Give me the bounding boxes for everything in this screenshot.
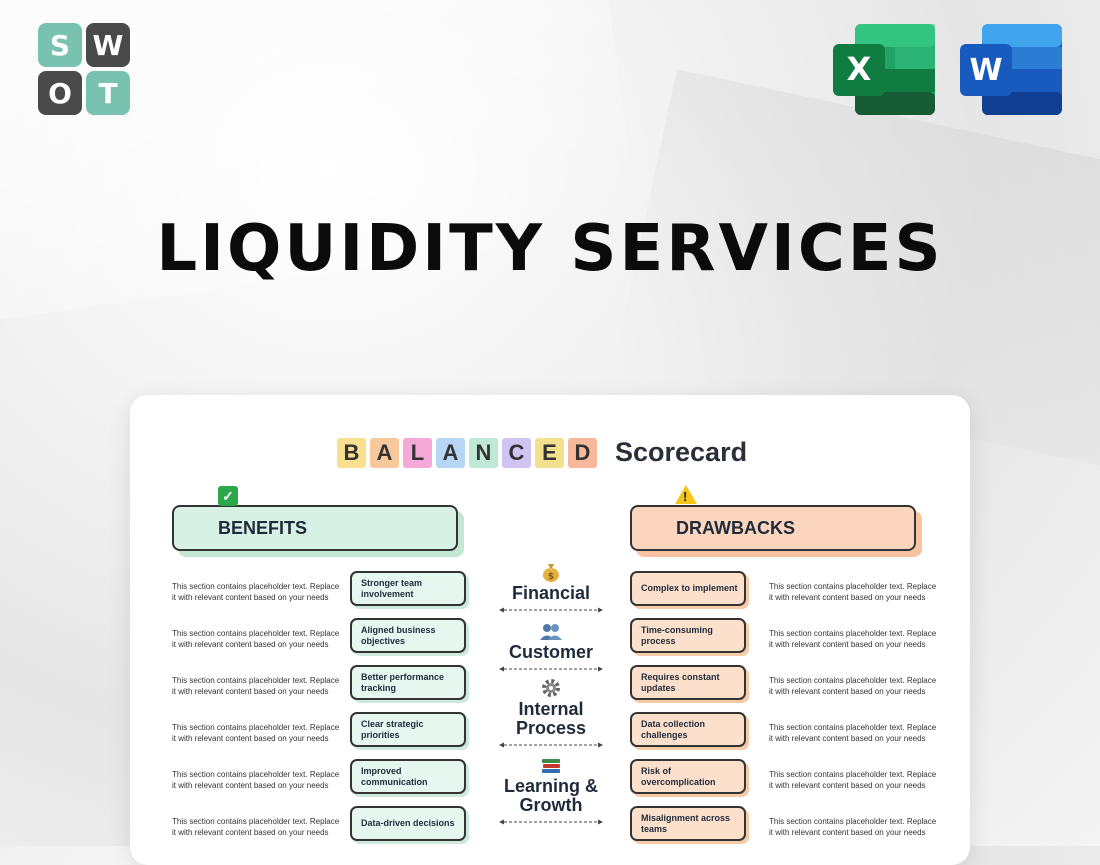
- benefit-description: This section contains placeholder text. …: [172, 770, 340, 790]
- heading-letter: A: [370, 437, 399, 468]
- perspective-label: Customer: [508, 642, 593, 662]
- excel-letter: X: [847, 50, 872, 88]
- heading-letter: B: [337, 437, 366, 468]
- scorecard-heading: B A L A N C E D Scorecard: [337, 437, 747, 468]
- drawback-pill: Complex to implement: [630, 571, 746, 606]
- svg-text:$: $: [548, 572, 554, 582]
- benefit-pill: Clear strategic priorities: [350, 712, 466, 747]
- benefit-description: This section contains placeholder text. …: [172, 676, 340, 696]
- heading-letter: E: [535, 437, 564, 468]
- benefit-description: This section contains placeholder text. …: [172, 723, 340, 743]
- drawback-pill: Misalignment across teams: [630, 806, 746, 841]
- logo-tile-w: W: [86, 23, 130, 67]
- perspective-label: Financial: [511, 583, 591, 603]
- drawback-description: This section contains placeholder text. …: [769, 582, 937, 602]
- books-icon: [542, 759, 560, 773]
- logo-tile-s: S: [38, 23, 82, 67]
- scorecard-word: Scorecard: [615, 437, 748, 467]
- heading-letter: N: [469, 437, 498, 468]
- drawback-description: This section contains placeholder text. …: [769, 723, 937, 743]
- drawback-description: This section contains placeholder text. …: [769, 629, 937, 649]
- double-arrow-icon: [499, 819, 603, 825]
- heading-letter: A: [436, 437, 465, 468]
- benefit-pill: Data-driven decisions: [350, 806, 466, 841]
- scorecard-card: B A L A N C E D Scorecard BENEFITS ✓ DRA…: [130, 395, 970, 865]
- drawback-pill: Data collection challenges: [630, 712, 746, 747]
- excel-icon: X: [833, 24, 935, 115]
- people-icon: [540, 624, 562, 640]
- logo-tile-o: O: [38, 71, 82, 115]
- drawback-pill: Requires constant updates: [630, 665, 746, 700]
- benefits-banner: BENEFITS: [172, 505, 458, 551]
- double-arrow-icon: [499, 607, 603, 613]
- benefit-description: This section contains placeholder text. …: [172, 629, 340, 649]
- perspective-learning-growth: Learning & Growth: [498, 757, 604, 825]
- drawback-description: This section contains placeholder text. …: [769, 770, 937, 790]
- drawback-pill: Risk of overcomplication: [630, 759, 746, 794]
- logo-tile-t: T: [86, 71, 130, 115]
- drawback-description: This section contains placeholder text. …: [769, 817, 937, 837]
- benefits-label: BENEFITS: [218, 517, 308, 538]
- perspective-internal-process: Internal Process: [498, 678, 604, 748]
- word-letter: W: [969, 53, 1002, 88]
- heading-letter: C: [502, 437, 531, 468]
- drawbacks-label: DRAWBACKS: [676, 517, 795, 538]
- double-arrow-icon: [499, 666, 603, 672]
- drawback-pill: Time-consuming process: [630, 618, 746, 653]
- drawbacks-banner: DRAWBACKS: [630, 505, 916, 551]
- perspective-label: Learning & Growth: [503, 776, 598, 815]
- benefit-description: This section contains placeholder text. …: [172, 582, 340, 602]
- benefit-pill: Improved communication: [350, 759, 466, 794]
- check-icon: ✓: [218, 486, 238, 506]
- benefit-pill: Better performance tracking: [350, 665, 466, 700]
- heading-letter: L: [403, 437, 432, 468]
- perspective-customer: Customer: [498, 623, 604, 672]
- swot-logo: S W O T: [38, 23, 130, 115]
- benefit-description: This section contains placeholder text. …: [172, 817, 340, 837]
- gear-icon: [542, 679, 560, 697]
- page-title: LIQUIDITY SERVICES: [156, 212, 944, 286]
- money-bag-icon: $: [543, 564, 559, 582]
- benefit-pill: Aligned business objectives: [350, 618, 466, 653]
- heading-letter: D: [568, 437, 597, 468]
- double-arrow-icon: [499, 742, 603, 748]
- word-icon: W: [960, 24, 1062, 115]
- perspective-financial: $ Financial: [498, 562, 604, 613]
- warning-icon: [675, 485, 697, 504]
- benefit-pill: Stronger team involvement: [350, 571, 466, 606]
- drawback-description: This section contains placeholder text. …: [769, 676, 937, 696]
- perspective-label: Internal Process: [515, 699, 587, 738]
